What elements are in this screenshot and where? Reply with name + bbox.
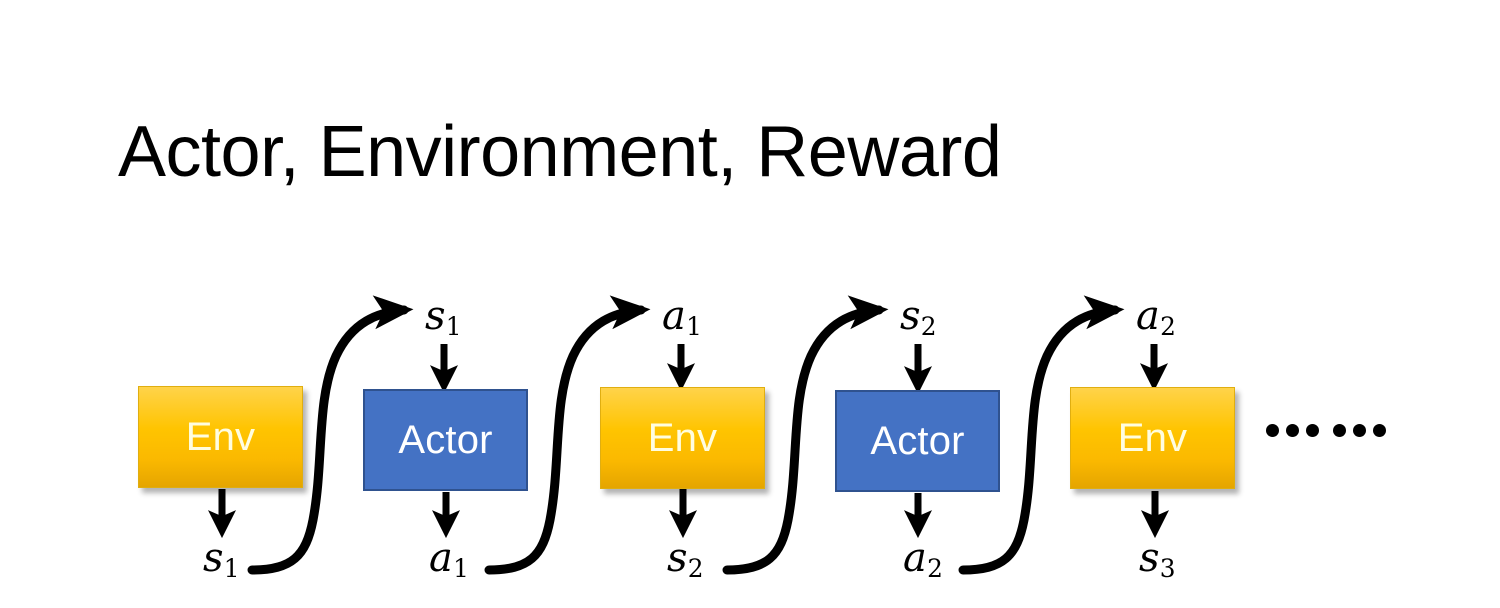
math-base: s: [425, 293, 446, 339]
math-sub: 1: [445, 311, 462, 341]
node-env-2[interactable]: Env: [600, 387, 765, 489]
ellipsis-dot: [1353, 424, 1366, 437]
label-action-a2: a2: [1136, 293, 1176, 339]
node-actor-1[interactable]: Actor: [363, 389, 528, 491]
continuation-ellipsis: [1266, 424, 1386, 437]
math-sub: 2: [1160, 311, 1176, 341]
node-label: Env: [185, 415, 256, 459]
label-out-state-s1: s1: [203, 535, 240, 581]
math-sub: 2: [687, 553, 704, 583]
node-env-1[interactable]: Env: [138, 386, 303, 488]
node-label: Actor: [870, 419, 965, 463]
label-state-s1: s1: [425, 293, 462, 339]
node-label: Env: [1117, 416, 1188, 460]
math-base: s: [1139, 535, 1160, 581]
node-label: Env: [647, 416, 718, 460]
math-base: a: [429, 535, 453, 581]
node-label: Actor: [398, 418, 493, 462]
math-sub: 1: [686, 311, 702, 341]
label-out-action-a1: a1: [429, 535, 469, 581]
ellipsis-dot: [1306, 424, 1319, 437]
page-title: Actor, Environment, Reward: [118, 112, 1002, 192]
math-base: a: [903, 535, 927, 581]
label-action-a1: a1: [662, 293, 702, 339]
ellipsis-dot: [1286, 424, 1299, 437]
math-base: s: [203, 535, 224, 581]
label-state-s2: s2: [900, 293, 937, 339]
label-out-state-s2: s2: [667, 535, 704, 581]
node-env-3[interactable]: Env: [1070, 387, 1235, 489]
ellipsis-dot: [1373, 424, 1386, 437]
label-out-action-a2: a2: [903, 535, 943, 581]
label-out-state-s3: s3: [1139, 535, 1176, 581]
math-base: a: [1136, 293, 1160, 339]
math-sub: 2: [920, 311, 937, 341]
ellipsis-dot: [1266, 424, 1279, 437]
math-sub: 1: [223, 553, 240, 583]
math-sub: 2: [927, 553, 943, 583]
node-actor-2[interactable]: Actor: [835, 390, 1000, 492]
math-base: s: [667, 535, 688, 581]
math-sub: 3: [1159, 553, 1176, 583]
math-base: a: [662, 293, 686, 339]
ellipsis-dot: [1333, 424, 1346, 437]
math-base: s: [900, 293, 921, 339]
math-sub: 1: [453, 553, 469, 583]
